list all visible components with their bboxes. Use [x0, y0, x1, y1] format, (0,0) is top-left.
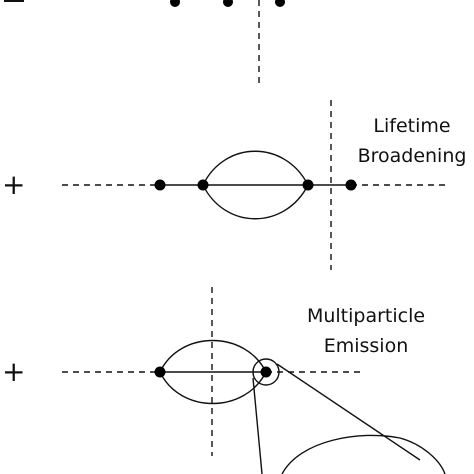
row-1-vertex-1	[170, 0, 180, 7]
row-2-loop-lower	[202, 184, 309, 220]
row-1-vertex-3	[275, 0, 285, 7]
row-2-sign: +	[2, 168, 25, 201]
row-2-vertex-3	[302, 179, 314, 191]
row-3-vertex-2	[260, 366, 272, 378]
row-1-diagram	[4, 0, 285, 86]
row-3-zoom-enlarged-circle	[281, 434, 446, 474]
row-3-diagram: + Multiparticle Emission	[2, 287, 446, 474]
row-3-vertex-1	[154, 366, 166, 378]
row-2-label-line-1: Lifetime	[373, 115, 450, 137]
row-2-label-line-2: Broadening	[358, 145, 467, 167]
row-2-vertex-4	[345, 179, 357, 191]
row-3-label-line-2: Emission	[324, 335, 409, 357]
row-3-loop-upper	[159, 339, 267, 373]
row-3-label-line-1: Multiparticle	[307, 305, 425, 327]
row-3-sign: +	[2, 355, 25, 388]
row-3-loop-lower	[159, 371, 267, 405]
row-2-diagram: + Lifetime Broadening	[2, 100, 466, 270]
row-2-vertex-1	[154, 179, 166, 191]
row-2-vertex-2	[197, 179, 209, 191]
row-3-zoom-connector-right	[276, 363, 421, 461]
row-1-vertex-2	[223, 0, 233, 7]
row-3-zoom-connector-left	[252, 377, 263, 474]
row-3-zoom-circle	[252, 358, 280, 386]
row-2-loop-upper	[202, 150, 309, 186]
